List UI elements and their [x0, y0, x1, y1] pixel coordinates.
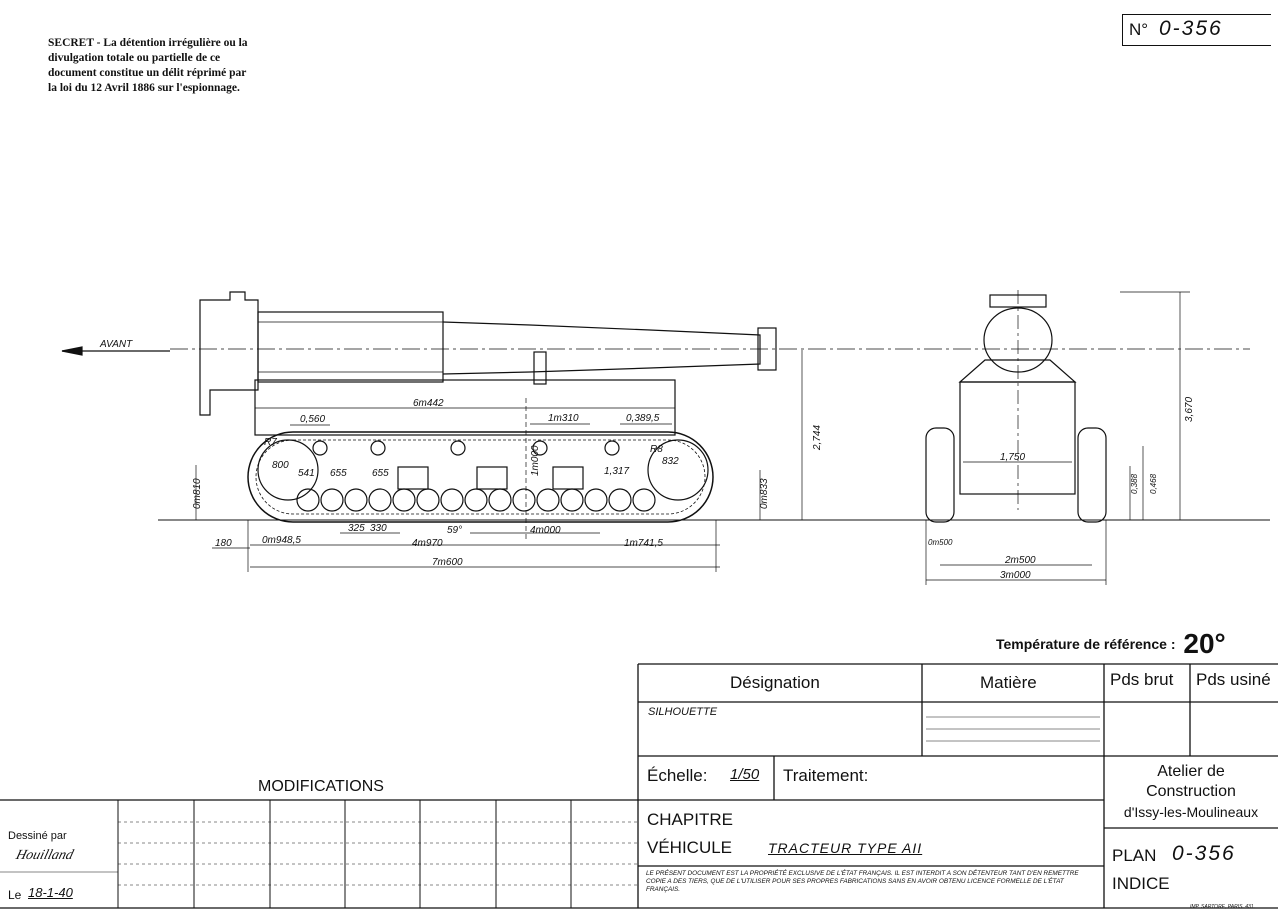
date-value: 18-1-40	[28, 885, 73, 900]
dim-angle: 59°	[447, 525, 462, 536]
front-idler	[257, 439, 319, 501]
chapter-label: CHAPITRE	[647, 810, 733, 829]
vehicle-label: VÉHICULE	[647, 838, 733, 857]
dim-height-right: 0m833	[759, 478, 770, 509]
workshop-line-1: Atelier de	[1157, 763, 1225, 780]
dim-lower2: 330	[370, 523, 387, 534]
modifications-title: MODIFICATIONS	[258, 778, 384, 795]
dim-total-length: 7m600	[432, 557, 463, 568]
dim-height-left: 0m810	[192, 478, 203, 509]
secret-notice: SECRET - La détention irrégulière ou la …	[48, 37, 248, 94]
road-wheels	[296, 488, 656, 512]
dim-track-base: 4m000	[530, 525, 561, 536]
reference-temperature: Température de référence : 20°	[996, 628, 1226, 660]
support-post	[533, 351, 547, 385]
designation-header: Désignation	[730, 673, 820, 692]
dim-r1: 655	[330, 468, 347, 479]
dim-lower1: 325	[348, 523, 365, 534]
front-hull	[959, 381, 1076, 495]
designation-value: SILHOUETTE	[648, 706, 718, 718]
track-outline	[247, 431, 714, 523]
dim-rear-overhang: 1m741,5	[624, 538, 663, 549]
dim-height-total: 2,744	[812, 425, 823, 451]
temperature-value: 20°	[1183, 628, 1226, 659]
signature: Houilland	[14, 848, 75, 863]
dim-offset: 0m500	[928, 538, 953, 547]
material-header: Matière	[980, 673, 1037, 692]
breech-block	[199, 291, 259, 416]
scale-value: 1/50	[730, 766, 760, 783]
date-label: Le	[8, 888, 22, 902]
front-track-right	[1077, 427, 1107, 523]
dim-left-margin: 180	[215, 538, 232, 549]
avant-arrowhead	[61, 346, 83, 356]
dim-r4: 1,317	[604, 466, 629, 477]
drawing-number-box: N° 0-356	[1122, 14, 1271, 46]
muzzle	[757, 327, 777, 371]
mark-b: R8	[650, 444, 663, 455]
drawing-number-value: 0-356	[1159, 17, 1223, 40]
dim-vert1: 1m000	[530, 445, 541, 476]
dim-span2: 0,389,5	[626, 413, 660, 424]
index-label: INDICE	[1112, 874, 1170, 893]
drawn-by-label: Dessiné par	[8, 830, 67, 842]
avant-label: AVANT	[99, 339, 133, 350]
dim-h2: 0,468	[1149, 473, 1158, 494]
dim-inner-length: 4m970	[412, 538, 443, 549]
scale-label: Échelle:	[647, 766, 708, 785]
dim-r2: 655	[372, 468, 389, 479]
dim-d1: 0,560	[300, 414, 325, 425]
vehicle-value: TRACTEUR TYPE AII	[768, 840, 923, 856]
plan-value: 0-356	[1172, 842, 1236, 865]
gun-cradle	[257, 311, 444, 383]
workshop-line-2: Construction	[1146, 783, 1236, 800]
dim-height: 3,670	[1184, 397, 1195, 422]
dim-h1: 0,388	[1130, 473, 1139, 494]
dim-r3: 541	[298, 468, 315, 479]
dim-span1: 1m310	[548, 413, 579, 424]
plan-label: PLAN	[1112, 846, 1157, 865]
temperature-label: Température de référence :	[996, 636, 1176, 652]
rear-sprocket	[647, 439, 709, 501]
dim-inner-width: 1,750	[1000, 452, 1025, 463]
workshop-name: Atelier de Construction d'Issy-les-Mouli…	[1106, 762, 1276, 822]
weight-gross-header: Pds brut	[1110, 670, 1174, 689]
treatment-label: Traitement:	[783, 766, 869, 785]
gun-barrel	[442, 321, 761, 375]
printer-mark: IMP. SARTORE, PARIS. 431.	[1190, 904, 1255, 910]
dim-width: 3m000	[1000, 570, 1031, 581]
dim-wheel-r: 832	[662, 456, 679, 467]
dim-top-length: 6m442	[413, 398, 444, 409]
ownership-notice: LE PRÉSENT DOCUMENT EST LA PROPRIÉTÉ EXC…	[646, 870, 1079, 893]
workshop-line-3: d'Issy-les-Moulineaux	[1123, 804, 1259, 820]
hull	[254, 379, 676, 436]
mark-a: R7	[264, 437, 277, 448]
dim-front-overhang: 0m948,5	[262, 535, 301, 546]
dim-track: 2m500	[1004, 555, 1036, 566]
weight-machined-header: Pds usiné	[1196, 670, 1271, 689]
dim-wheel-l: 800	[272, 460, 289, 471]
front-track-left	[925, 427, 955, 523]
drawing-number-label: N°	[1129, 20, 1149, 39]
